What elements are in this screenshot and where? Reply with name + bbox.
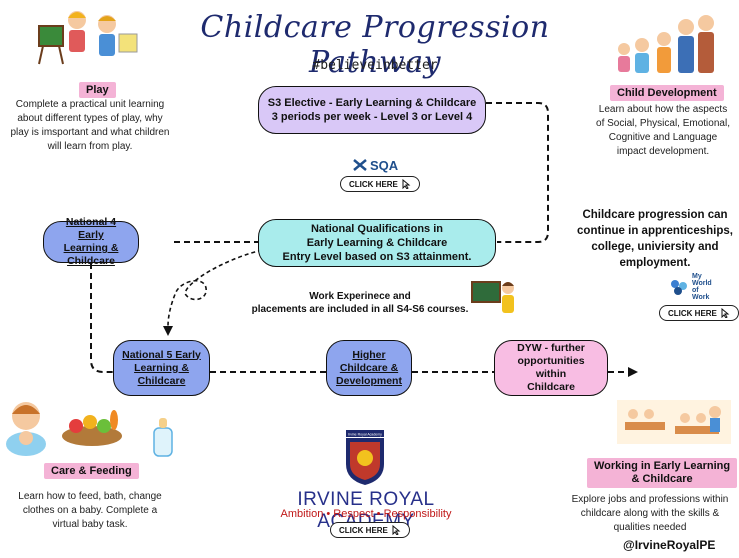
s3-elective-node: S3 Elective - Early Learning & Childcare… [258,86,486,134]
globe-icon [671,280,687,295]
academy-crest-logo: Irvine Royal Academy [346,430,384,485]
sqa-mark-icon [353,159,367,171]
pointer-cursor-icon [721,308,730,318]
care-feeding-illustration [6,402,173,457]
twitter-handle: @IrvineRoyalPE [623,538,716,552]
svg-text:Irvine Royal Academy: Irvine Royal Academy [348,433,382,437]
classroom-illustration [617,400,731,444]
family-illustration [618,15,714,73]
academy-click-here-button[interactable]: CLICK HERE [330,522,410,538]
child-development-title: Child Development [610,85,724,101]
pointer-cursor-icon [402,179,411,189]
children-playing-illustration [38,11,138,65]
sqa-click-here-button[interactable]: CLICK HERE [340,176,420,192]
care-feeding-title: Care & Feeding [44,463,139,479]
working-in-early-learning-title: Working in Early Learning& Childcare [587,458,738,488]
academy-motto: Ambition • Respect • Responsibility [280,508,452,520]
my-world-of-work-click-here-button[interactable]: CLICK HERE [659,305,739,321]
page-title: Childcare Progression Pathway [200,10,550,80]
hashtag: #believeinbetter [312,58,438,73]
teacher-blackboard-illustration [471,281,514,313]
sqa-logo: SQA [352,156,412,174]
pointer-cursor-icon [392,525,401,535]
play-title: Play [79,82,116,98]
